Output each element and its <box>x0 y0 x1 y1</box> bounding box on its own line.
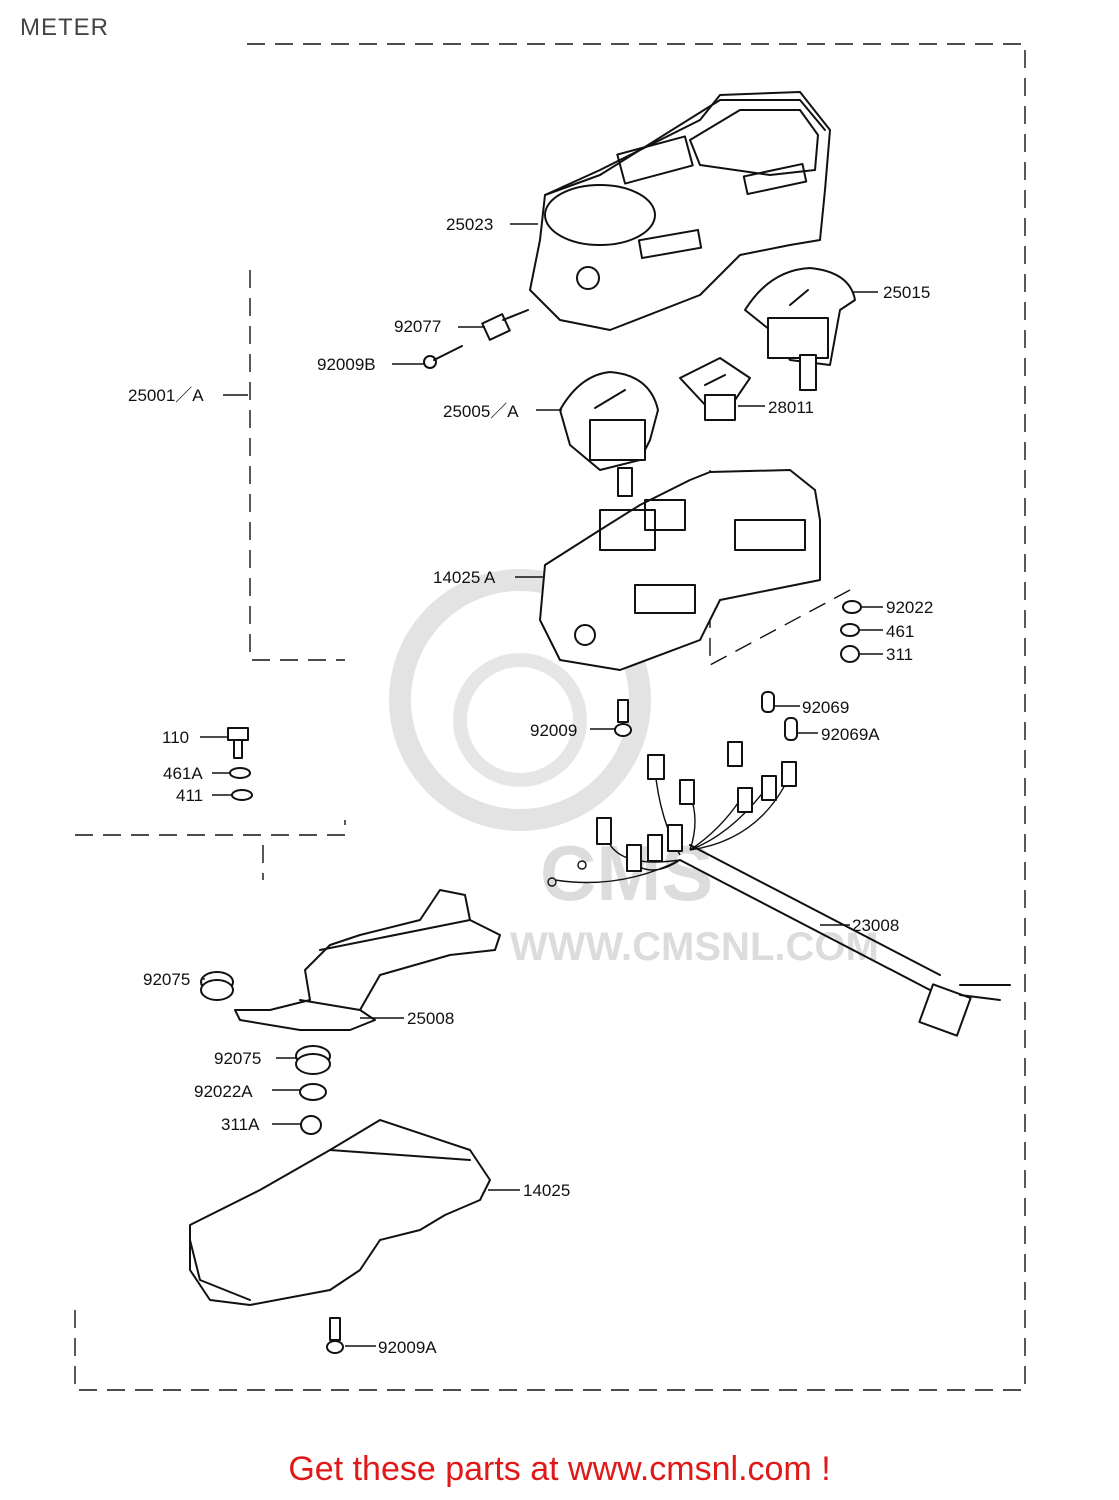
washer-stack-right <box>840 600 862 663</box>
bolt-110 <box>227 727 249 759</box>
label-311A: 311A <box>221 1115 260 1134</box>
page-title: METER <box>20 14 109 41</box>
washer-92022A <box>299 1083 327 1101</box>
label-92077: 92077 <box>394 317 441 336</box>
label-92069: 92069 <box>802 698 849 717</box>
label-92075-upper: 92075 <box>143 970 190 989</box>
label-92022: 92022 <box>886 598 933 617</box>
label-92009B: 92009B <box>317 355 376 374</box>
label-25023: 25023 <box>446 215 493 234</box>
meter-cover-25023 <box>529 91 831 331</box>
nut-311A <box>300 1115 322 1135</box>
label-92009: 92009 <box>530 721 577 740</box>
label-311: 311 <box>886 645 913 664</box>
bracket-25008 <box>234 889 501 1031</box>
tachometer-25015 <box>744 267 856 391</box>
screw-92009 <box>614 699 632 737</box>
footer-link[interactable]: Get these parts at www.cmsnl.com ! <box>288 1450 831 1488</box>
lower-case-14025 <box>189 1119 491 1306</box>
grommet-92075-upper <box>200 971 234 1001</box>
label-461A: 461A <box>163 764 203 783</box>
screw-92009A <box>326 1317 344 1354</box>
screw-92009B <box>423 345 463 369</box>
label-14025A: 14025 A <box>433 568 496 587</box>
watermark-text: WWW.CMSNL.COM <box>510 925 879 969</box>
label-14025: 14025 <box>523 1181 570 1200</box>
wire-harness-23008 <box>547 741 1011 1037</box>
leader-lines <box>200 223 883 1347</box>
speedometer-25005A <box>559 371 659 497</box>
washer-411 <box>231 789 253 801</box>
washer-461A <box>229 767 251 779</box>
label-92069A: 92069A <box>821 725 880 744</box>
fuel-gauge-28011 <box>679 357 751 421</box>
label-92075-lower: 92075 <box>214 1049 261 1068</box>
label-25008: 25008 <box>407 1009 454 1028</box>
label-25005A: 25005／A <box>443 402 519 421</box>
cms-watermark: CMS WWW.CMSNL.COM <box>389 569 879 969</box>
label-25015: 25015 <box>883 283 930 302</box>
screw-92077 <box>481 309 529 341</box>
label-92009A: 92009A <box>378 1338 437 1357</box>
label-28011: 28011 <box>768 398 814 417</box>
label-461: 461 <box>886 622 914 641</box>
label-110: 110 <box>162 728 189 747</box>
label-411: 411 <box>176 786 203 805</box>
bulb-92069A <box>784 717 798 741</box>
watermark-logo: CMS <box>540 829 713 917</box>
grommet-92075-lower <box>295 1045 331 1075</box>
bulb-92069 <box>761 691 775 713</box>
label-23008: 23008 <box>852 916 899 935</box>
label-25001A: 25001／A <box>128 386 204 405</box>
meter-exploded-diagram: CMS WWW.CMSNL.COM <box>74 43 1026 1391</box>
label-92022A: 92022A <box>194 1082 253 1101</box>
part-labels: 25023 25015 92077 92009B 25001／A 25005／A… <box>128 215 933 1357</box>
meter-case-14025A <box>539 469 821 671</box>
